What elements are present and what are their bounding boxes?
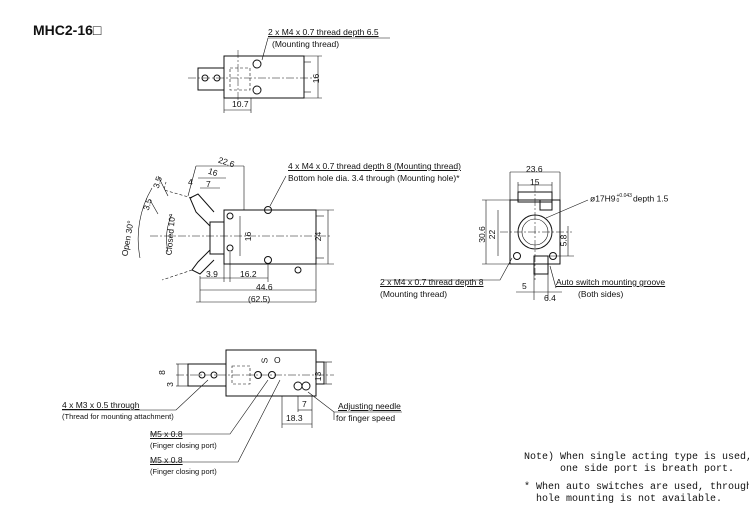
end-dim-22: 22 <box>487 229 498 240</box>
bottom-m3-callout: 4 x M3 x 0.5 through <box>62 400 140 410</box>
side-dim-24-v: 24 <box>313 231 324 242</box>
side-dim-7: 7 <box>206 179 211 189</box>
side-dim-16-2: 16.2 <box>240 269 257 279</box>
top-dim-16: 16 <box>311 73 322 84</box>
bottom-needle-sub: for finger speed <box>336 413 396 423</box>
side-dim-3-9: 3.9 <box>206 269 218 279</box>
note2-line2: hole mounting is not available. <box>536 494 723 505</box>
side-callout: 4 x M4 x 0.7 thread depth 8 (Mounting th… <box>288 161 461 171</box>
bottom-m5b: M5 x 0.8 <box>150 455 183 465</box>
bottom-view-drawing <box>62 349 402 463</box>
end-dim-6-4: 6.4 <box>544 293 556 303</box>
bottom-dim-8: 8 <box>156 370 167 375</box>
bottom-needle: Adjusting needle <box>338 401 401 411</box>
bottom-m3-sub: (Thread for mounting attachment) <box>62 412 174 421</box>
side-dim-4: 4 <box>188 177 193 187</box>
top-dim-10-7: 10.7 <box>232 99 249 109</box>
end-dim-30-6: 30.6 <box>476 226 487 243</box>
bottom-dim-18-3: 18.3 <box>286 413 303 423</box>
end-thread-sub: (Mounting thread) <box>380 289 448 299</box>
top-callout-sub: (Mounting thread) <box>272 39 340 49</box>
top-view-drawing <box>188 37 390 113</box>
note1-line2: one side port is breath port. <box>560 464 735 475</box>
end-groove-callout: Auto switch mounting groove <box>556 277 666 287</box>
end-bore-depth: depth 1.5 <box>632 193 669 204</box>
bottom-m5a: M5 x 0.8 <box>150 429 183 439</box>
bottom-m5b-sub: (Finger closing port) <box>150 467 217 476</box>
side-dim-44-6: 44.6 <box>256 282 273 292</box>
bottom-port-s: S <box>259 357 270 364</box>
bottom-dim-7: 7 <box>302 399 307 409</box>
end-groove-sub: (Both sides) <box>578 289 624 299</box>
end-dim-15: 15 <box>530 177 540 187</box>
end-bore-tol-upper: +0.043 <box>616 193 632 199</box>
end-dim-23-6: 23.6 <box>526 164 543 174</box>
page-title: MHC2-16□ <box>33 22 102 38</box>
note2-line1: * When auto switches are used, through <box>524 482 749 493</box>
end-thread-callout: 2 x M4 x 0.7 thread depth 8 <box>380 277 484 287</box>
end-view-drawing <box>384 171 589 300</box>
end-dim-5-8: 5.8 <box>558 234 569 247</box>
top-callout: 2 x M4 x 0.7 thread depth 6.5 <box>268 27 379 37</box>
side-dim-62-5: (62.5) <box>248 294 271 304</box>
end-bore-label: ø17H9 <box>590 193 616 204</box>
note1-line1: Note) When single acting type is used, <box>524 452 749 463</box>
bottom-dim-3: 3 <box>164 382 175 387</box>
bottom-m5a-sub: (Finger closing port) <box>150 441 217 450</box>
end-dim-5: 5 <box>522 281 527 291</box>
bottom-dim-13: 13 <box>313 371 324 382</box>
side-view-drawing <box>137 165 334 303</box>
side-dim-16-v: 16 <box>243 231 254 242</box>
bottom-port-o: O <box>274 355 281 365</box>
side-callout-sub: Bottom hole dia. 3.4 through (Mounting h… <box>288 173 460 183</box>
end-bore-tol-lower: 0 <box>616 198 620 204</box>
